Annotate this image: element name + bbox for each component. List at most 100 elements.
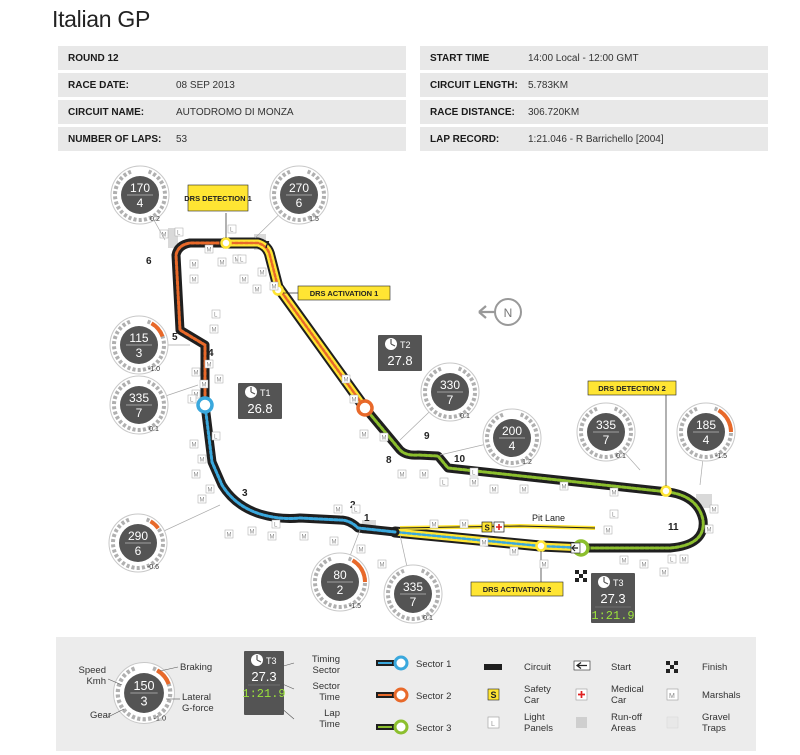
braking-arc — [717, 408, 734, 433]
drs-activation-2-label: DRS ACTIVATION 2 — [483, 585, 552, 594]
marshal-symbol: M — [707, 528, 712, 534]
gauge-speed: 80 — [333, 568, 347, 582]
marshal-symbol: M — [194, 473, 199, 479]
marshal-post — [377, 559, 387, 569]
safety-car-symbol: S — [485, 524, 491, 533]
legend-circuit-label: Circuit — [524, 662, 551, 673]
light-panel-symbol: L — [274, 523, 278, 529]
gauge-gear: 3 — [140, 695, 147, 709]
braking-arc — [150, 321, 165, 338]
gauge-lateral-g: -1.0 — [148, 366, 160, 373]
gauge-gear: 7 — [410, 595, 417, 609]
marshal-post — [191, 367, 201, 377]
compass-north-label: N — [504, 306, 513, 320]
marshal-post — [359, 429, 369, 439]
turn-number: 10 — [454, 454, 466, 465]
light-panel-post — [469, 467, 479, 477]
circuit-map: Pit Lane S DRS DETECTION 1 DRS ACTIVATIO… — [108, 165, 736, 624]
sector-1-symbol — [376, 655, 409, 671]
start-arrow-icon — [575, 661, 587, 670]
info-label: CIRCUIT NAME: — [68, 106, 145, 118]
marshal-symbol: M — [250, 530, 255, 536]
light-panel-symbol: L — [472, 471, 476, 477]
info-value: 14:00 Local - 12:00 GMT — [528, 52, 639, 64]
drs-detection-2-callout: DRS DETECTION 2 — [587, 380, 677, 486]
marshal-symbol: M — [482, 541, 487, 547]
light-panel-post — [187, 394, 197, 404]
marshal-post — [239, 274, 249, 284]
marshal-post — [709, 504, 719, 514]
marshal-post — [519, 484, 529, 494]
light-panel-icon — [487, 716, 500, 729]
gauge-gear: 7 — [447, 393, 454, 407]
info-label: RACE DATE: — [68, 79, 129, 91]
info-row: START TIME 14:00 Local - 12:00 GMT — [420, 46, 768, 70]
info-label: START TIME — [430, 52, 490, 64]
light-panel-symbol: L — [214, 435, 218, 441]
light-panel-post — [439, 477, 449, 487]
marshal-symbol: M — [208, 488, 213, 494]
info-label: CIRCUIT LENGTH: — [430, 79, 518, 91]
marshal-symbol: M — [217, 378, 222, 384]
sector-time: 27.3 — [251, 669, 276, 684]
light-panel-post — [237, 254, 247, 264]
gauge-speed: 185 — [696, 418, 716, 432]
light-panel-symbol: L — [214, 313, 218, 319]
marshal-symbol: M — [492, 488, 497, 494]
marshal-symbol: M — [332, 540, 337, 546]
marshal-post — [199, 379, 209, 389]
sector-time: 27.3 — [600, 591, 625, 606]
info-label: NUMBER OF LAPS: — [68, 133, 162, 145]
marshal-post — [299, 531, 309, 541]
turn-number: 11 — [668, 522, 679, 533]
light-panel-symbol: L — [442, 481, 446, 487]
drs-activation-1-label: DRS ACTIVATION 1 — [310, 289, 379, 298]
marshal-post — [247, 526, 257, 536]
gauge-gear: 3 — [136, 346, 143, 360]
drs-activation-2-callout: DRS ACTIVATION 2 — [470, 551, 564, 597]
marshal-symbol: M — [432, 523, 437, 529]
light-panel-post — [211, 431, 221, 441]
finish-flag-icon — [575, 570, 587, 582]
marshal-symbol: M — [462, 523, 467, 529]
runoff-area — [168, 228, 178, 248]
marshal-symbol: M — [192, 443, 197, 449]
gauge-gear: 7 — [603, 433, 610, 447]
sector-1-marker — [196, 396, 214, 414]
gauge-speed: 335 — [403, 580, 423, 594]
light-panel-post — [667, 554, 677, 564]
gauge-gear: 4 — [509, 439, 516, 453]
sector-time: 26.8 — [247, 401, 272, 416]
track-sector-2 — [171, 238, 230, 410]
marshal-post — [341, 374, 351, 384]
gauge-lateral-g: 1.2 — [522, 459, 532, 466]
gauge-gear: 2 — [337, 583, 344, 597]
marshal-post — [252, 284, 262, 294]
gauge-gear: 7 — [136, 406, 143, 420]
gauge-lateral-g: 0.1 — [616, 453, 626, 460]
legend-braking-label: Braking — [180, 662, 213, 673]
marshal-post — [704, 524, 714, 534]
gauge-lateral-g: 0.1 — [460, 413, 470, 420]
marshal-symbol: M — [336, 508, 341, 514]
gauge-speed: 270 — [289, 181, 309, 195]
start-icon — [570, 542, 581, 554]
light-panel-post — [609, 509, 619, 519]
marshal-post — [459, 519, 469, 529]
gauge-gear: 4 — [137, 196, 144, 210]
gauge-lateral-g: 0.1 — [149, 426, 159, 433]
marshal-symbol: M — [194, 371, 199, 377]
marshal-post — [209, 324, 219, 334]
lap-time: 1:21.9 — [242, 687, 285, 701]
legend-timing-sector-label: Timing Sector — [311, 654, 340, 676]
info-value: 08 SEP 2013 — [176, 79, 235, 91]
gauge-lateral-g: 0.1 — [423, 615, 433, 622]
marshal-symbol: M — [200, 458, 205, 464]
marshal-post — [559, 481, 569, 491]
light-panel-post — [351, 504, 361, 514]
